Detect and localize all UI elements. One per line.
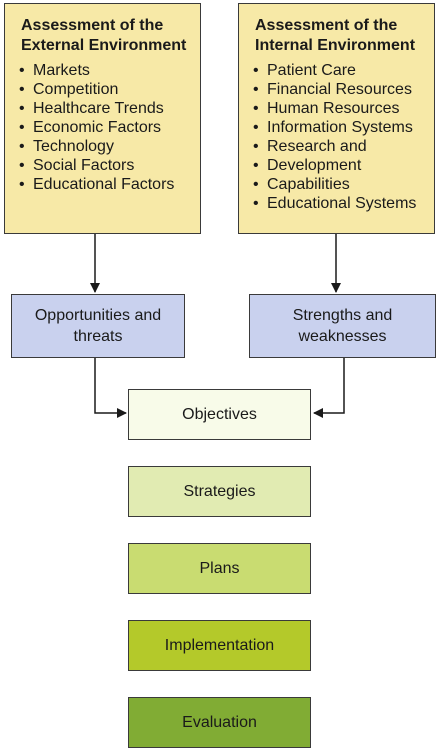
plans-box: Plans (128, 543, 311, 594)
list-item: Patient Care (253, 61, 424, 80)
external-factor-list: Markets Competition Healthcare Trends Ec… (19, 61, 190, 194)
opportunities-threats-box: Opportunities and threats (11, 294, 185, 358)
list-item: Human Resources (253, 99, 424, 118)
list-item: Technology (19, 137, 190, 156)
objectives-box: Objectives (128, 389, 311, 440)
evaluation-box: Evaluation (128, 697, 311, 748)
external-assessment-box: Assessment of the External Environment M… (4, 3, 201, 234)
list-item: Educational Factors (19, 175, 190, 194)
list-item: Competition (19, 80, 190, 99)
list-item-continued: Capabilities (253, 175, 424, 194)
arrow-opportunities-to-objectives (94, 358, 127, 418)
list-item: Economic Factors (19, 118, 190, 137)
list-item: Educational Systems (253, 194, 424, 213)
internal-assessment-title: Assessment of the Internal Environment (255, 17, 416, 54)
strategies-box: Strategies (128, 466, 311, 517)
strengths-weaknesses-box: Strengths and weaknesses (249, 294, 436, 358)
internal-assessment-box: Assessment of the Internal Environment P… (238, 3, 435, 234)
list-item: Research and (253, 137, 424, 156)
implementation-box: Implementation (128, 620, 311, 671)
list-item: Financial Resources (253, 80, 424, 99)
external-assessment-title: Assessment of the External Environment (21, 17, 187, 54)
arrow-strengths-to-objectives (313, 358, 345, 418)
list-item-continued: Development (253, 156, 424, 175)
list-item: Markets (19, 61, 190, 80)
list-item: Social Factors (19, 156, 190, 175)
list-item: Healthcare Trends (19, 99, 190, 118)
list-item: Information Systems (253, 118, 424, 137)
internal-factor-list: Patient Care Financial Resources Human R… (253, 61, 424, 213)
